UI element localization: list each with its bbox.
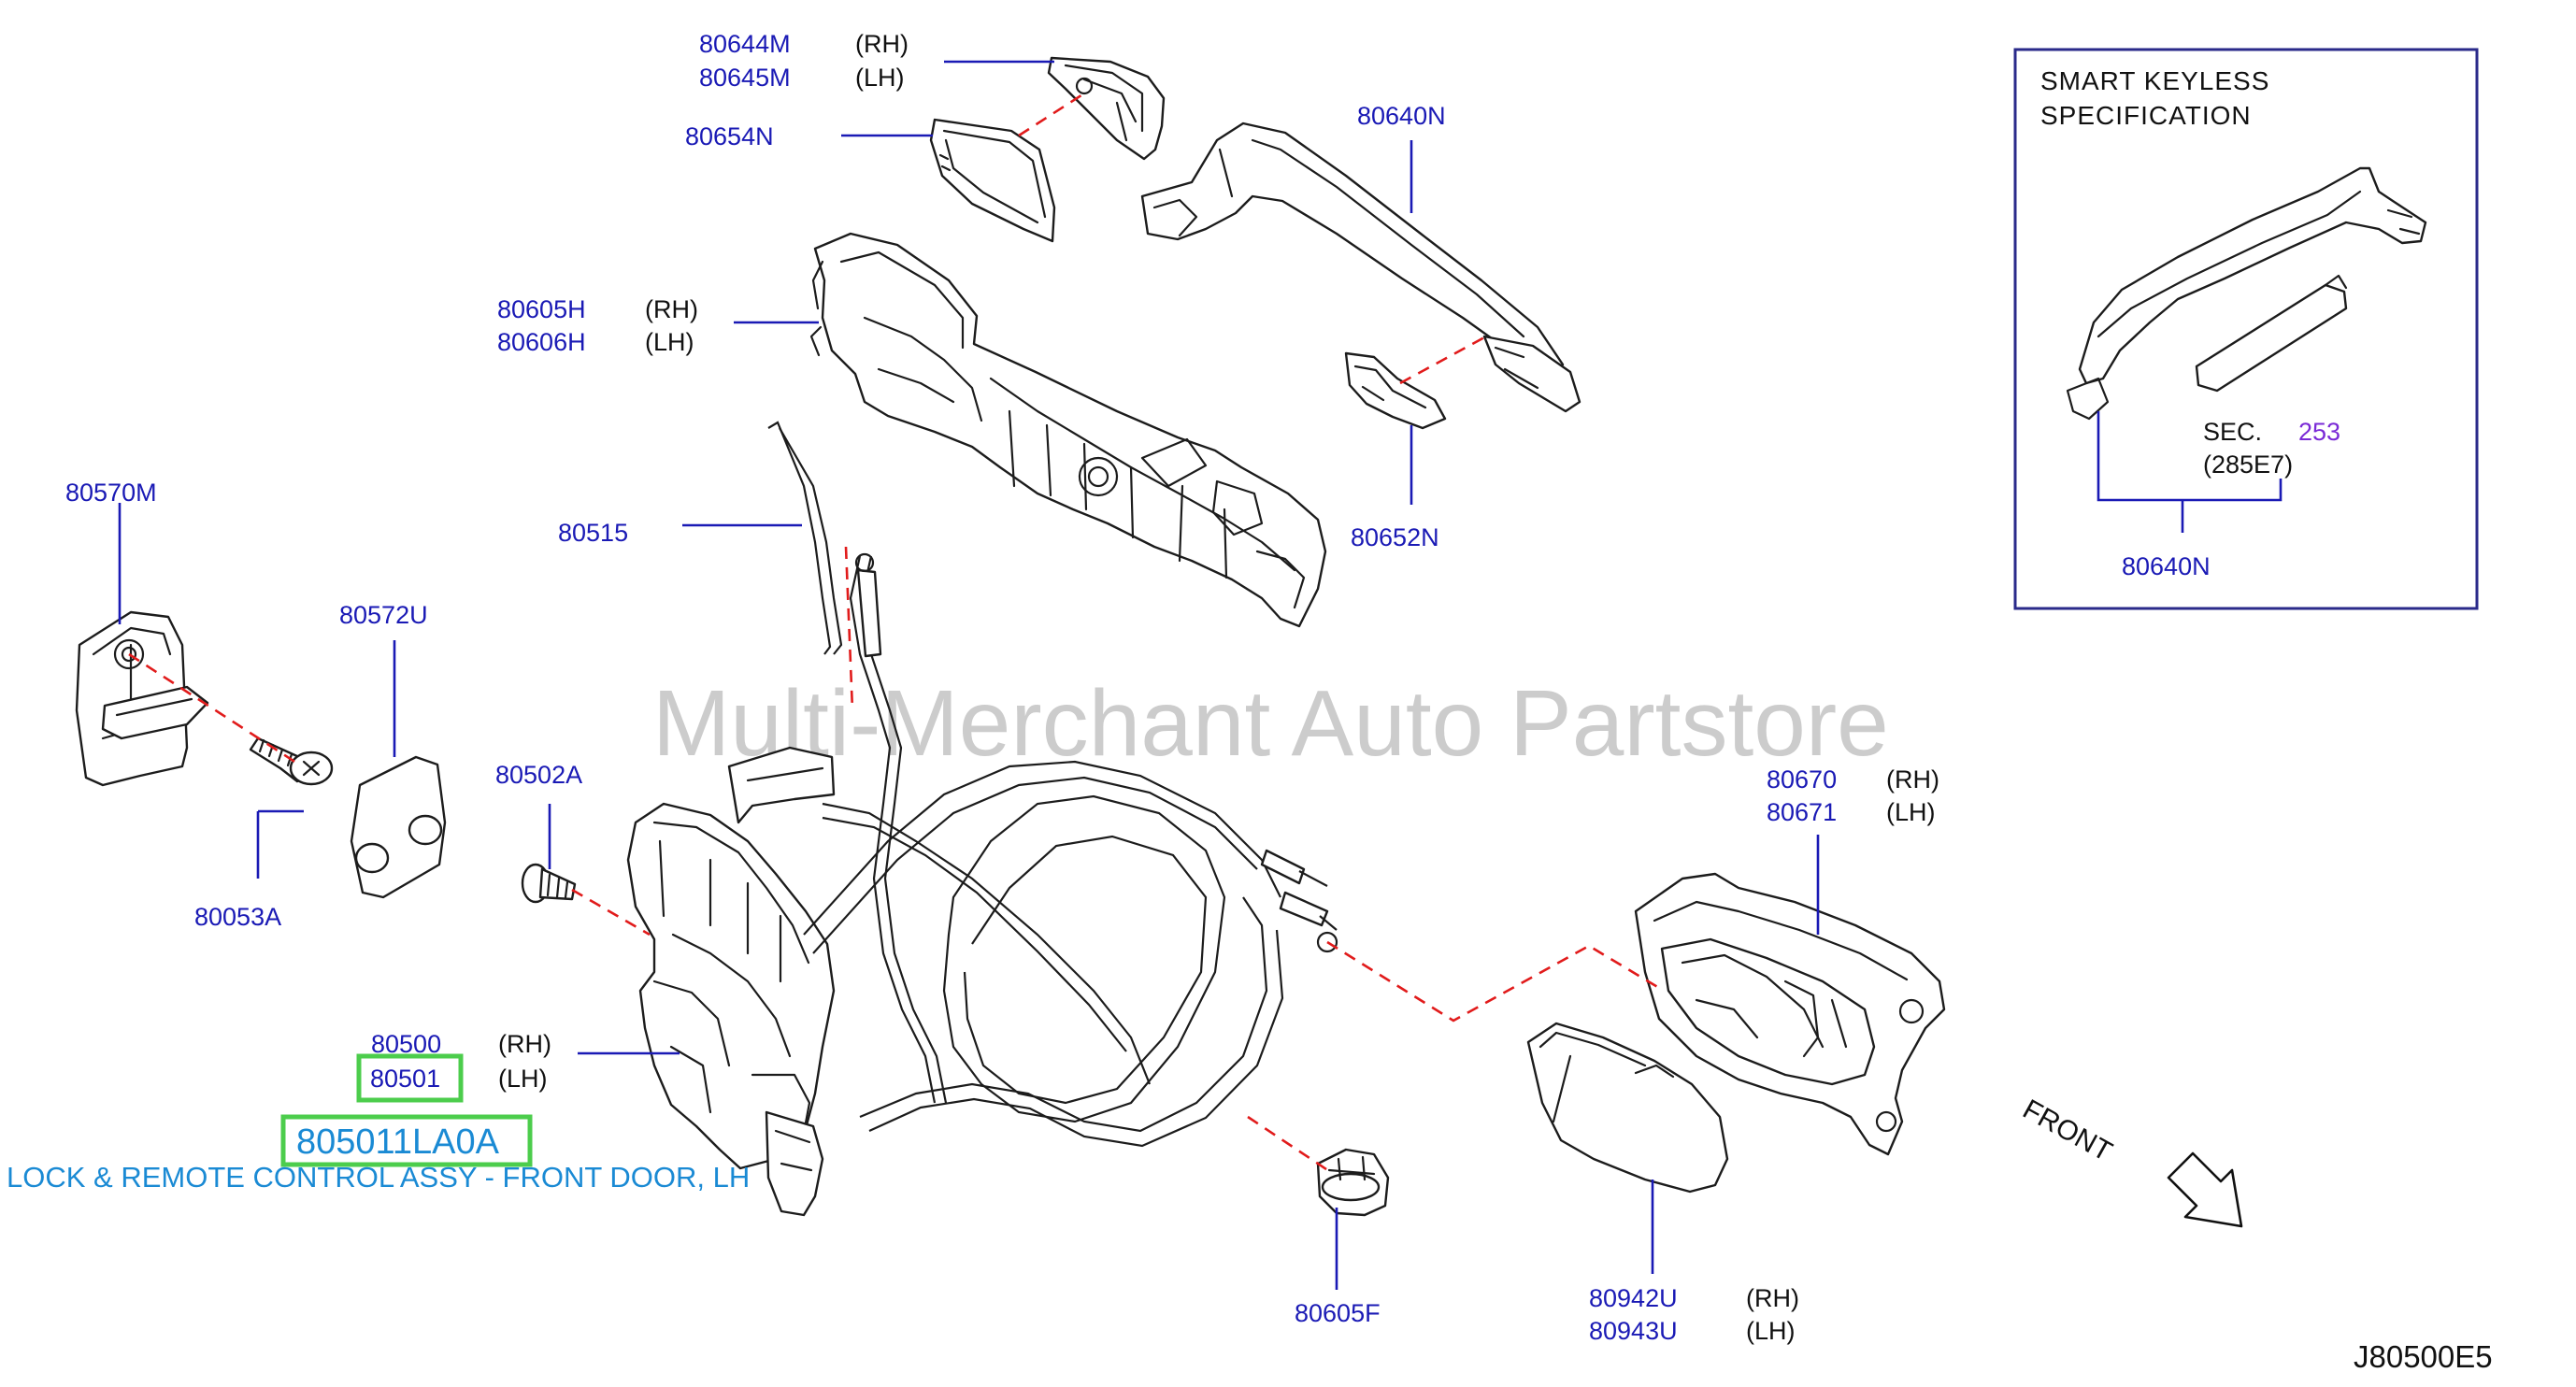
label-80645m[interactable]: 80645M [699, 64, 791, 92]
keyless-sensor-part[interactable] [2195, 274, 2348, 393]
lock-cables [803, 552, 1338, 1148]
outside-handle-part[interactable] [1140, 122, 1581, 413]
label-80605h-side: (RH) [645, 295, 698, 323]
handle-rear-gasket-part[interactable] [1344, 351, 1447, 430]
leader-lines [118, 60, 1820, 1290]
assembly-guides [128, 92, 1665, 1175]
inside-handle-escutcheon-part[interactable] [1526, 1022, 1729, 1194]
handle-bracket-part[interactable] [809, 232, 1327, 628]
highlighted-part: 80501 805011LA0A LOCK & REMOTE CONTROL A… [7, 1053, 750, 1194]
label-80572u[interactable]: 80572U [339, 601, 428, 629]
inset-frame [2013, 48, 2479, 610]
label-80606h-side: (LH) [645, 328, 694, 356]
label-80501-side: (LH) [498, 1065, 548, 1093]
label-80640n[interactable]: 80640N [1357, 102, 1446, 130]
smart-keyless-inset: SMART KEYLESS SPECIFICATION SEC. 253 (28… [2013, 48, 2479, 610]
lock-rod-part[interactable] [767, 421, 843, 655]
escutcheon-cap-part[interactable] [1047, 56, 1166, 161]
label-80570m[interactable]: 80570M [65, 479, 157, 507]
label-80670-side: (RH) [1886, 765, 1939, 794]
front-direction: FRONT [2018, 1094, 2243, 1228]
label-80670[interactable]: 80670 [1767, 765, 1837, 794]
label-80671[interactable]: 80671 [1767, 798, 1837, 826]
label-80654n[interactable]: 80654N [685, 122, 774, 150]
label-80606h[interactable]: 80606H [497, 328, 586, 356]
inset-part-80640n[interactable]: 80640N [2122, 552, 2211, 580]
label-80500-side: (RH) [498, 1030, 551, 1058]
front-label: FRONT [2018, 1094, 2117, 1167]
highlight-code-box [280, 1114, 533, 1167]
label-80671-side: (LH) [1886, 798, 1936, 826]
label-80644m-side: (RH) [855, 30, 909, 58]
label-80053a[interactable]: 80053A [194, 903, 281, 931]
inset-sec-code: (285E7) [2203, 450, 2293, 479]
striker-shim-part[interactable] [350, 755, 447, 899]
front-arrow-icon [2167, 1151, 2243, 1228]
lock-bolt-part[interactable] [521, 863, 577, 904]
watermark: Multi-Merchant Auto Partstore [652, 671, 1889, 776]
inset-sec-label: SEC. [2203, 418, 2262, 446]
door-lock-assembly-part[interactable] [626, 746, 836, 1217]
highlight-part-number[interactable]: 80501 [370, 1065, 440, 1093]
highlight-full-code[interactable]: 805011LA0A [296, 1122, 500, 1162]
inset-title-line2: SPECIFICATION [2040, 101, 2252, 130]
label-80943u-side: (LH) [1746, 1317, 1796, 1345]
inside-handle-part[interactable] [1634, 872, 1946, 1156]
diagram-id: J80500E5 [2354, 1339, 2493, 1374]
handle-gasket-part[interactable] [929, 118, 1056, 243]
label-80605h[interactable]: 80605H [497, 295, 586, 323]
door-striker-part[interactable] [75, 610, 209, 787]
highlight-description: LOCK & REMOTE CONTROL ASSY - FRONT DOOR,… [7, 1161, 750, 1194]
label-80943u[interactable]: 80943U [1589, 1317, 1678, 1345]
striker-screw-part[interactable] [249, 736, 334, 786]
label-80605f[interactable]: 80605F [1295, 1299, 1381, 1327]
label-80502a[interactable]: 80502A [495, 761, 582, 789]
cable-clip-part[interactable] [1316, 1148, 1390, 1217]
label-80644m[interactable]: 80644M [699, 30, 791, 58]
keyless-handle-part[interactable] [2066, 166, 2427, 421]
label-80500[interactable]: 80500 [371, 1030, 441, 1058]
highlight-part-number-box [356, 1053, 464, 1103]
label-80942u[interactable]: 80942U [1589, 1284, 1678, 1312]
label-80645m-side: (LH) [855, 64, 905, 92]
label-80942u-side: (RH) [1746, 1284, 1799, 1312]
label-80515[interactable]: 80515 [558, 519, 628, 547]
part-labels: 80644M (RH) 80645M (LH) 80654N 80640N 80… [65, 30, 1939, 1345]
inset-sec-number[interactable]: 253 [2298, 418, 2340, 446]
label-80652n[interactable]: 80652N [1351, 523, 1439, 551]
inset-title-line1: SMART KEYLESS [2040, 66, 2269, 95]
